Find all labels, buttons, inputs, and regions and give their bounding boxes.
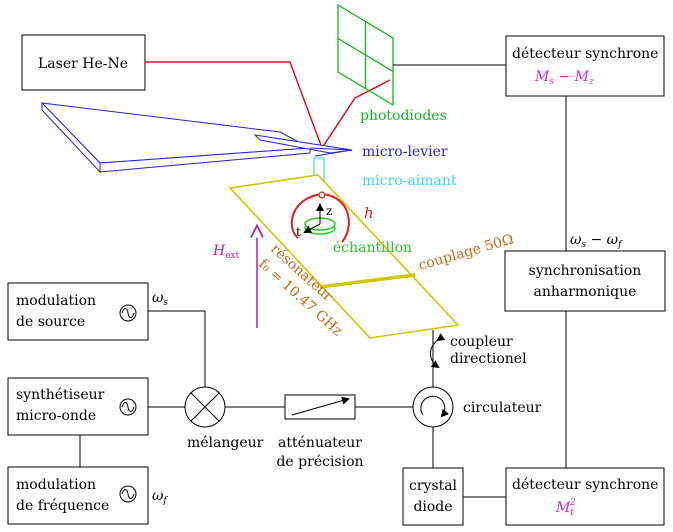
photodiodes-quad	[337, 3, 394, 107]
synchronous-detector-bottom-box: détecteur synchrone Mt2	[505, 467, 665, 526]
circulateur-label: circulateur	[463, 400, 542, 416]
melangeur-label: mélangeur	[187, 435, 264, 451]
modulation-frequency-box: modulation de fréquence	[7, 466, 149, 525]
mod-source-line1: modulation	[16, 293, 96, 309]
wire-modsource-to-mixer	[148, 310, 206, 388]
attenuator-symbol	[284, 394, 356, 420]
coupleur-label: coupleur	[450, 334, 513, 350]
sync-anharmonique-box: synchronisation anharmonique	[504, 250, 666, 312]
attenuateur-label: atténuateur	[278, 435, 362, 451]
z-axis-label: z	[326, 204, 332, 218]
mod-freq-line1: modulation	[16, 477, 96, 493]
mixer-symbol	[184, 386, 226, 428]
circulator-symbol	[412, 386, 454, 428]
photodiodes-label: photodiodes	[360, 108, 447, 124]
precision-label: de précision	[276, 454, 363, 470]
h-ext-label: Hext	[212, 243, 240, 261]
omega-s-sub: s	[163, 298, 168, 308]
field-point-marker	[318, 191, 326, 199]
sample-axes	[303, 203, 324, 233]
det-bottom-line2: Mt2	[555, 498, 576, 518]
micro-cantilever	[40, 101, 353, 174]
crystal-line2: diode	[413, 499, 452, 515]
sync-line2: anharmonique	[534, 284, 637, 300]
couplage-label: couplage 50Ω	[417, 231, 516, 273]
synth-line2: micro-onde	[16, 408, 96, 424]
crystal-line1: crystal	[409, 478, 458, 494]
crystal-diode-box: crystal diode	[402, 467, 464, 526]
omega-f-sub: f	[162, 496, 168, 506]
microwave-field-loop	[290, 193, 350, 243]
omega-s-minus-f-label: ωs − ωf	[570, 232, 623, 250]
laser-he-ne-box: Laser He-Ne	[21, 34, 146, 91]
omega-s-main: ω	[152, 290, 164, 306]
sync-line1: synchronisation	[529, 263, 642, 279]
omega-f-label: ωf	[152, 488, 168, 506]
directionel-label: directionel	[450, 351, 527, 367]
t-axis-label: t	[296, 225, 301, 239]
omega-s-label: ωs	[152, 290, 168, 308]
h-ext-sub: ext	[225, 251, 239, 261]
laser-label: Laser He-Ne	[38, 56, 128, 72]
mod-freq-line2: de fréquence	[16, 498, 109, 514]
synth-line1: synthétiseur	[16, 387, 105, 403]
micro-aimant-label: micro-aimant	[362, 173, 457, 189]
h-field-label: h	[364, 204, 374, 222]
resonator-strip	[228, 174, 460, 339]
modulation-source-box: modulation de source	[7, 282, 149, 341]
micro-levier-label: micro-levier	[362, 144, 448, 160]
h-ext-main: H	[212, 243, 226, 259]
det-top-line2: Ms − Mz	[534, 69, 594, 87]
synchronous-detector-top-box: détecteur synchrone Ms − Mz	[505, 35, 665, 97]
coupler-arrow	[430, 333, 446, 369]
synthesizer-box: synthétiseur micro-onde	[7, 377, 149, 436]
det-bottom-line1: détecteur synchrone	[512, 477, 658, 493]
det-top-line1: détecteur synchrone	[512, 46, 658, 62]
echantillon-label: échantillon	[333, 240, 412, 256]
omega-f-main: ω	[152, 488, 164, 504]
mod-source-line2: de source	[16, 314, 85, 330]
